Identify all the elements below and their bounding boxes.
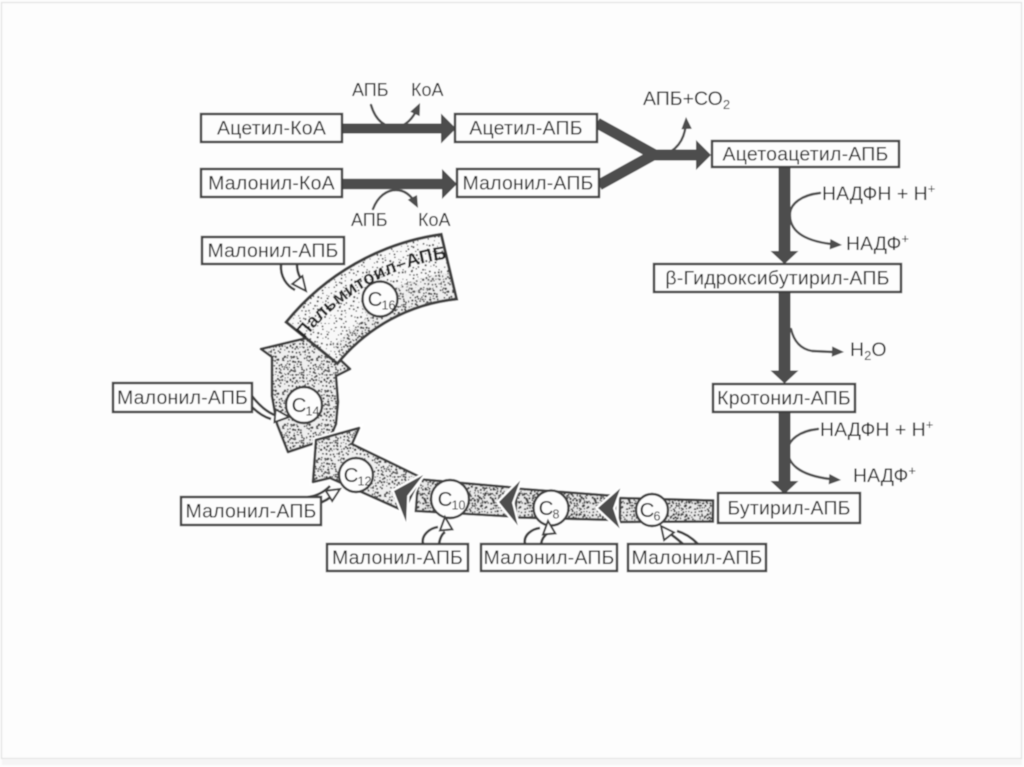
svg-text:С: С xyxy=(292,394,307,417)
svg-text:Малонил-АПБ: Малонил-АПБ xyxy=(483,547,614,569)
svg-text:КоА: КоА xyxy=(411,80,444,100)
svg-text:8: 8 xyxy=(553,508,560,522)
svg-text:Н2О: Н2О xyxy=(850,339,887,363)
svg-text:АПБ+СО2: АПБ+СО2 xyxy=(643,88,730,112)
svg-text:Малонил-АПБ: Малонил-АПБ xyxy=(462,173,593,195)
svg-text:С: С xyxy=(344,464,359,487)
svg-text:НАДФ+: НАДФ+ xyxy=(846,231,909,255)
svg-text:Малонил-АПБ: Малонил-АПБ xyxy=(631,547,762,569)
svg-text:6: 6 xyxy=(654,510,661,524)
svg-text:Ацетоацетил-АПБ: Ацетоацетил-АПБ xyxy=(723,144,889,166)
svg-text:КоА: КоА xyxy=(418,210,451,230)
svg-text:Кротонил-АПБ: Кротонил-АПБ xyxy=(717,388,851,410)
svg-text:НАДФН + Н+: НАДФН + Н+ xyxy=(822,181,935,205)
svg-text:β-Гидроксибутирил-АПБ: β-Гидроксибутирил-АПБ xyxy=(665,268,889,290)
svg-text:10: 10 xyxy=(452,499,466,513)
svg-text:Ацетил-АПБ: Ацетил-АПБ xyxy=(469,118,582,140)
svg-text:НАДФ+: НАДФ+ xyxy=(853,463,916,487)
svg-text:Бутирил-АПБ: Бутирил-АПБ xyxy=(727,498,850,520)
svg-text:Малонил-КоА: Малонил-КоА xyxy=(208,173,335,195)
svg-text:НАДФН + Н+: НАДФН + Н+ xyxy=(820,417,933,441)
svg-text:16: 16 xyxy=(382,299,396,313)
svg-text:12: 12 xyxy=(358,475,372,489)
svg-text:Малонил-АПБ: Малонил-АПБ xyxy=(332,547,463,569)
svg-text:С: С xyxy=(539,497,554,520)
svg-text:Малонил-АПБ: Малонил-АПБ xyxy=(117,387,248,409)
svg-text:С: С xyxy=(640,499,655,522)
svg-text:С: С xyxy=(368,288,383,311)
svg-text:АПБ: АПБ xyxy=(351,210,388,230)
svg-text:Малонил-АПБ: Малонил-АПБ xyxy=(207,240,338,262)
svg-text:С: С xyxy=(438,488,453,511)
svg-text:Ацетил-КоА: Ацетил-КоА xyxy=(217,118,326,140)
svg-text:АПБ: АПБ xyxy=(352,80,389,100)
svg-text:Малонил-АПБ: Малонил-АПБ xyxy=(185,501,316,523)
svg-text:14: 14 xyxy=(306,405,320,419)
